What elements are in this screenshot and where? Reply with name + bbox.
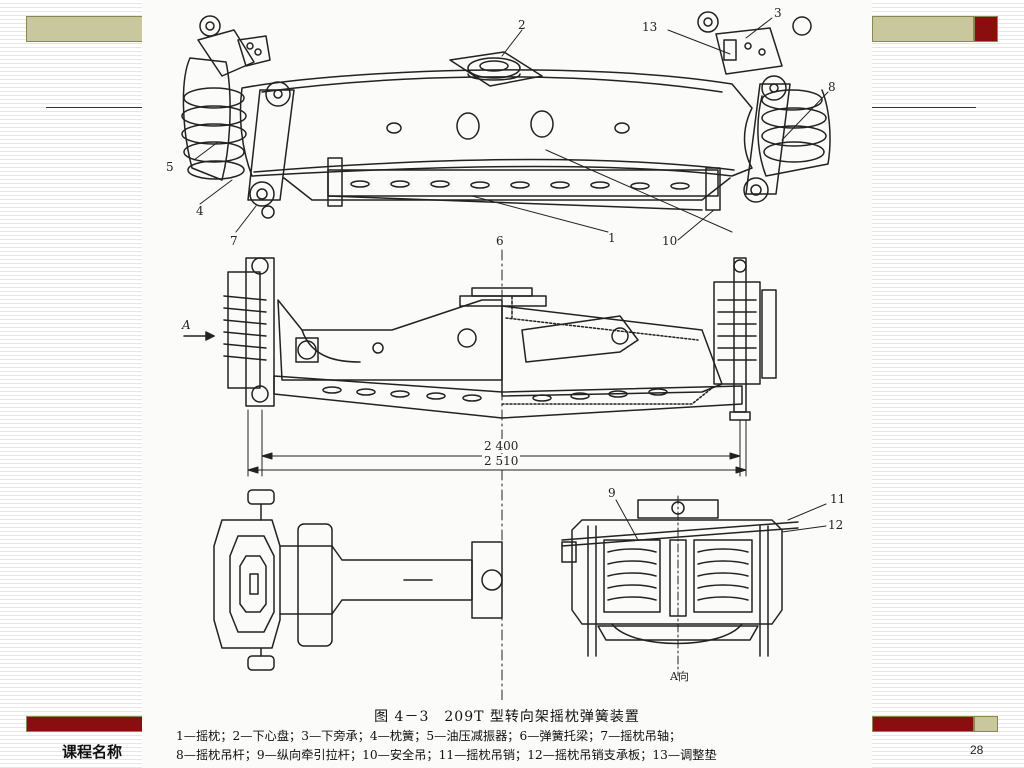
callout-5: 5	[166, 160, 174, 174]
callout-3: 3	[774, 6, 782, 20]
page-number: 28	[970, 743, 984, 757]
header-bar-left	[26, 16, 144, 42]
left-spring-stack	[181, 15, 271, 181]
front-left-spring	[223, 257, 275, 407]
callout-10: 10	[662, 234, 678, 248]
callout-11: 11	[830, 492, 846, 506]
callout-13: 13	[642, 20, 658, 34]
dimension-2400: 2 400	[482, 439, 521, 453]
right-spring-stack	[697, 11, 831, 177]
plan-view	[213, 489, 503, 671]
bogie-spring-figure: 1 2 3 4 5 6 7 8 9 10 11 12 13 A A向 2 400…	[142, 0, 872, 768]
callout-6: 6	[496, 234, 504, 248]
view-a-direction-label: A向	[670, 670, 689, 683]
callout-9: 9	[608, 486, 616, 500]
right-swing-link	[743, 75, 791, 203]
bolster-holes	[386, 110, 630, 140]
center-plate	[449, 51, 543, 87]
bogie-drawing	[181, 11, 831, 700]
view-a	[561, 495, 827, 677]
callout-12: 12	[828, 518, 844, 532]
callout-1: 1	[608, 231, 616, 245]
isometric-view	[181, 11, 831, 241]
figure-legend-line-1: 1—摇枕；2—下心盘；3—下旁承；4—枕簧；5—油压减振器；6—弹簧托梁；7—摇…	[176, 729, 682, 743]
view-a-arrow-label: A	[182, 318, 191, 332]
dimension-2510: 2 510	[482, 454, 521, 468]
spring-plank	[327, 157, 721, 211]
header-accent-square	[974, 16, 998, 42]
figure-legend-line-2: 8—摇枕吊杆；9—纵向牵引拉杆；10—安全吊；11—摇枕吊销；12—摇枕吊销支承…	[176, 748, 717, 762]
callout-8: 8	[828, 80, 836, 94]
callout-2: 2	[518, 18, 526, 32]
front-section-view	[183, 249, 777, 700]
header-rule-right	[872, 107, 976, 108]
bolster-section-hatched	[501, 305, 723, 405]
bolster-outline	[239, 69, 753, 177]
header-bar-right	[872, 16, 974, 42]
front-right-spring	[713, 257, 777, 421]
view-a-leaders	[615, 499, 827, 541]
left-swing-link	[247, 81, 295, 219]
footer-bar-left	[26, 716, 144, 732]
footer-accent-square	[974, 716, 998, 732]
figure-caption-title: 图 4－3 209T 型转向架摇枕弹簧装置	[374, 709, 640, 725]
callout-7: 7	[230, 234, 238, 248]
iso-leaders	[193, 17, 829, 241]
course-name-label: 课程名称	[62, 743, 123, 761]
header-rule-left	[46, 107, 142, 108]
callout-4: 4	[196, 204, 204, 218]
footer-bar-right	[872, 716, 974, 732]
